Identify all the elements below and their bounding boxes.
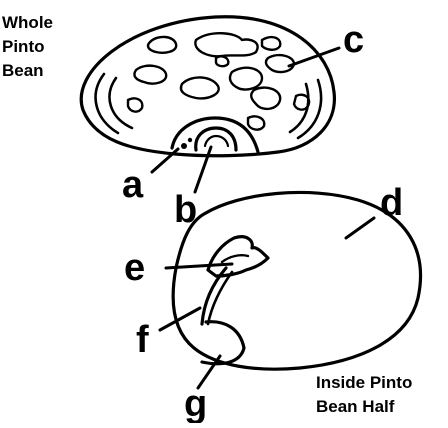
whole-bean [81, 17, 339, 192]
label-a: a [122, 164, 144, 206]
leader-line-b [195, 147, 211, 192]
leader-line-d [346, 218, 374, 238]
seed-coat-speckle [251, 88, 280, 109]
seed-coat-speckle [128, 98, 142, 111]
micropyle-dot [181, 143, 187, 149]
seed-coat-speckle [134, 66, 166, 84]
seed-coat-speckle [195, 33, 257, 56]
label-d: d [380, 182, 403, 224]
seed-coat-speckle [294, 95, 309, 110]
caption-whole-line3: Bean [2, 61, 44, 80]
caption-whole-bean: Whole Pinto Bean [2, 13, 53, 80]
seed-coat-speckle [266, 55, 294, 72]
seed-coat-speckle [262, 37, 280, 50]
label-c: c [343, 19, 364, 61]
whole-bean-outline [81, 17, 334, 156]
label-g: g [184, 383, 207, 423]
caption-whole-line2: Pinto [2, 37, 45, 56]
seed-coat-speckle [230, 68, 262, 90]
micropyle-dot [188, 138, 192, 142]
label-b: b [174, 189, 197, 231]
seed-coat-speckle [148, 37, 176, 53]
label-e: e [124, 247, 145, 289]
caption-inside-line2: Bean Half [316, 397, 395, 416]
caption-inside-half: Inside Pinto Bean Half [316, 373, 412, 416]
hilum-inner [205, 136, 228, 146]
plumule-vein [222, 255, 248, 262]
label-f: f [136, 319, 149, 361]
caption-whole-line1: Whole [2, 13, 53, 32]
caption-inside-line1: Inside Pinto [316, 373, 412, 392]
hypocotyl-line-inner [208, 272, 232, 324]
seed-coat-speckle [248, 116, 264, 129]
seed-coat-streak [96, 74, 118, 133]
seed-coat-speckle [181, 77, 219, 98]
seed-coat-speckle [216, 56, 228, 66]
hilum-opening [196, 128, 236, 150]
